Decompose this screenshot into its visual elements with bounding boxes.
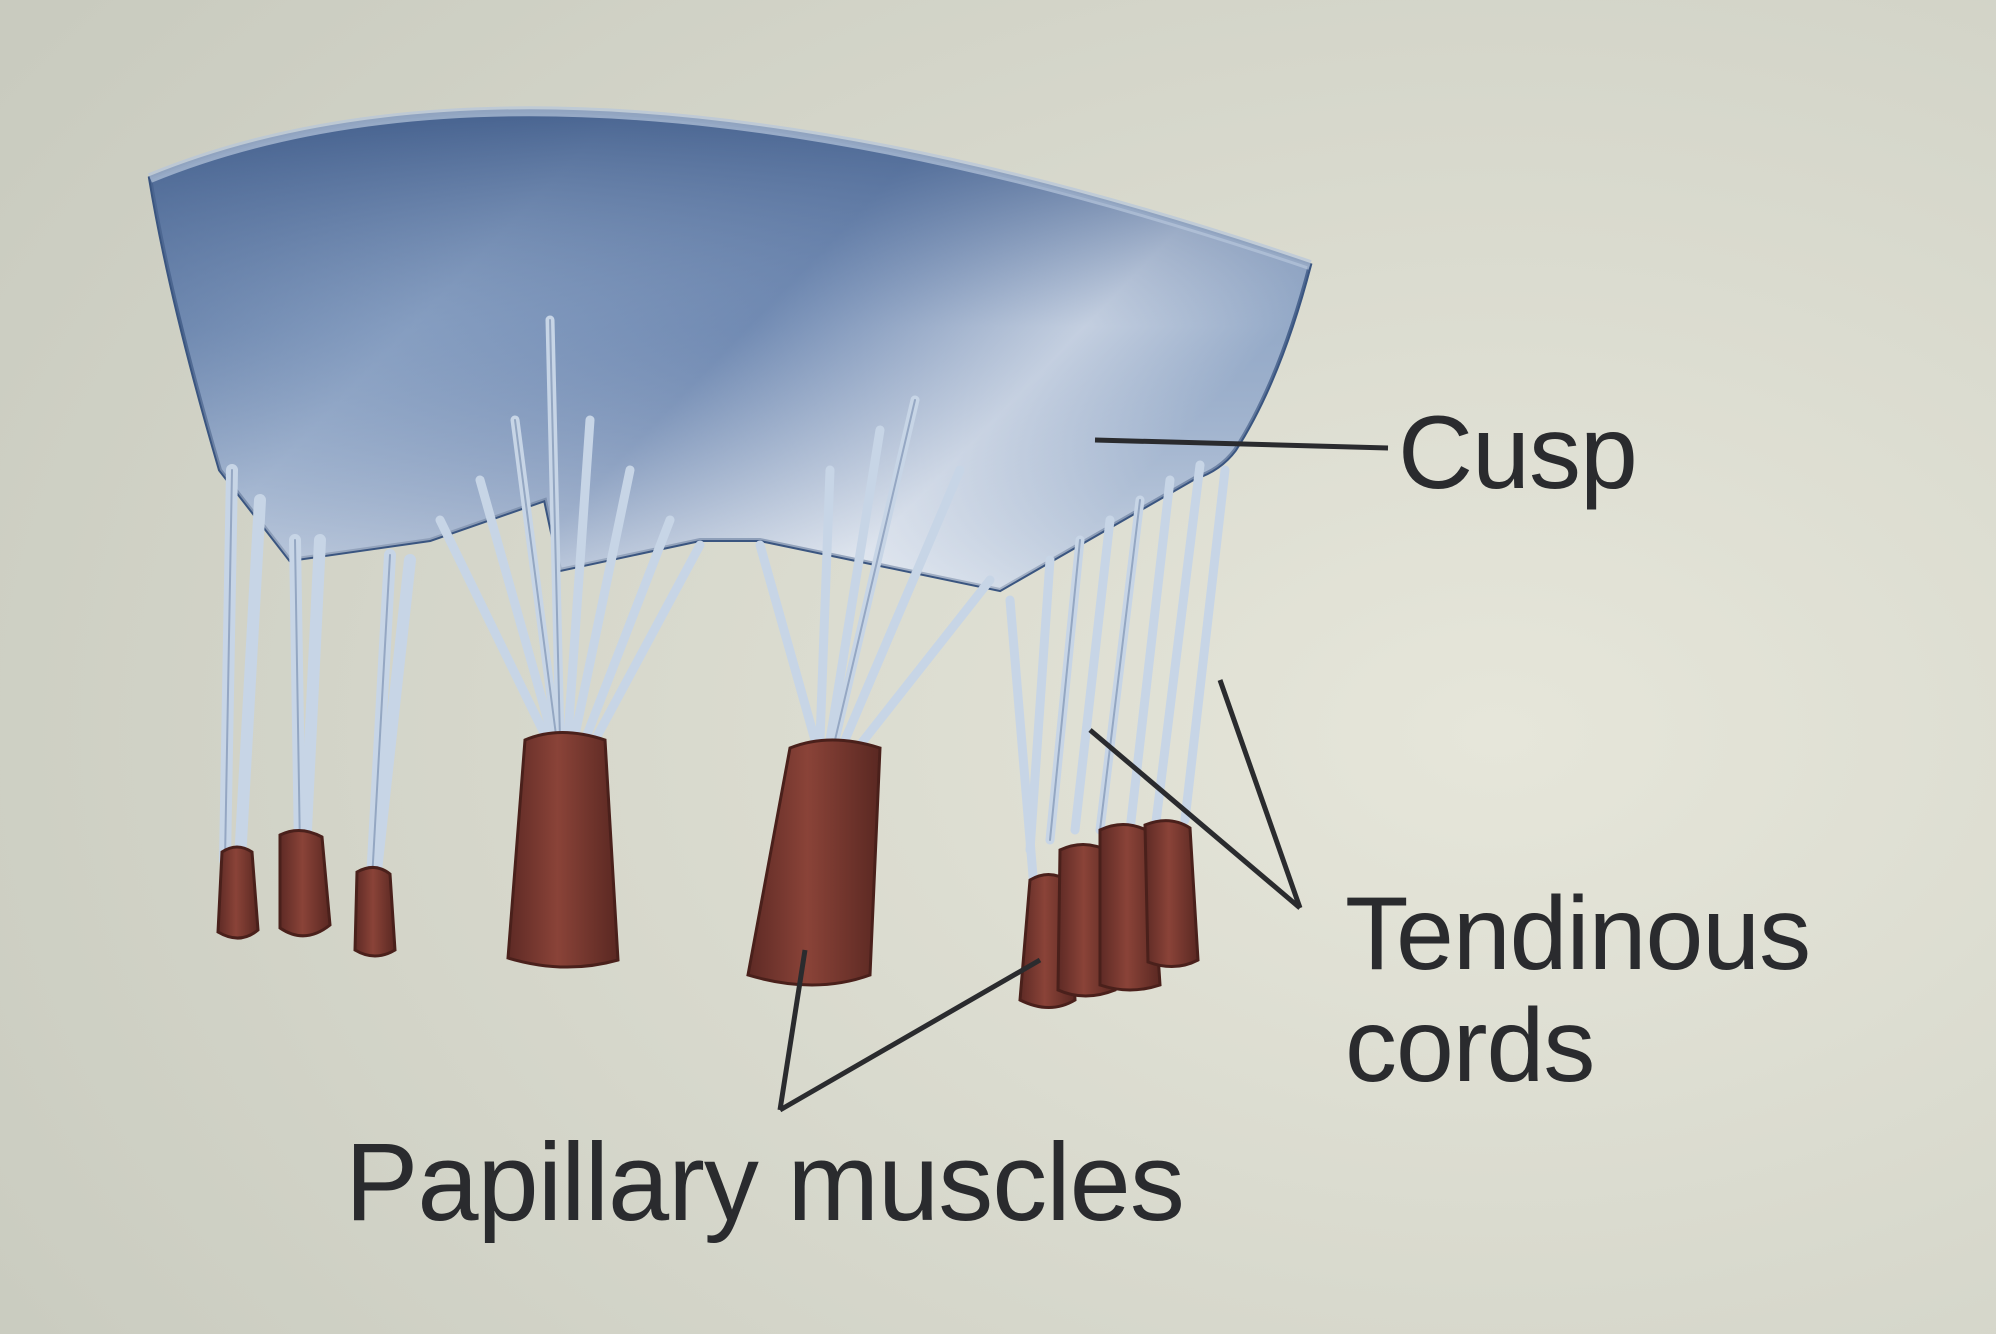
label-tendinous-line-2: cords (1345, 988, 1595, 1104)
cords-leader-line-2 (1217, 679, 1303, 909)
tendinous-cords (219, 315, 1230, 905)
cords-leader-line-1 (1088, 728, 1302, 910)
papillary-leader-line-1 (777, 949, 808, 1111)
label-tendinous-line-1: Tendinous (1345, 876, 1811, 992)
label-papillary-muscles: Papillary muscles (345, 1121, 1185, 1244)
label-cusp: Cusp (1398, 395, 1638, 511)
cusp (147, 106, 1313, 593)
label-tendinous-cords: Tendinous cords (1345, 876, 1811, 1104)
leader-lines (777, 437, 1389, 1113)
papillary-muscles (216, 731, 1200, 1009)
papillary-leader-line-2 (778, 957, 1042, 1113)
cusp-leader-line (1094, 437, 1389, 451)
